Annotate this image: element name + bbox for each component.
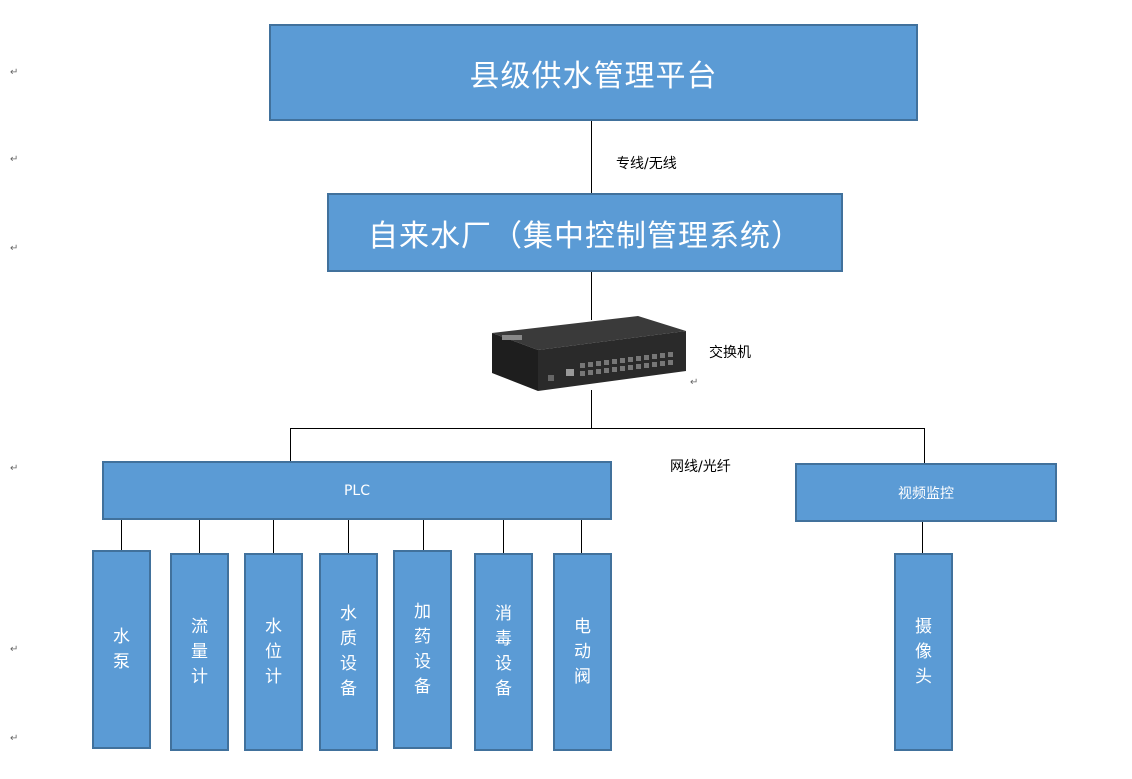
vertical-label-char: 计: [265, 666, 282, 687]
connector-line: [348, 520, 349, 553]
vertical-label-char: 像: [915, 641, 932, 662]
connector-line: [591, 390, 592, 429]
vertical-label-char: 摄: [915, 616, 932, 637]
connector-line: [924, 428, 925, 464]
paragraph-mark: ↵: [10, 644, 19, 655]
vertical-label-char: 水: [340, 604, 357, 624]
vertical-label-char: 设: [414, 651, 431, 672]
connector-line: [922, 522, 923, 553]
device-box-level-meter: 水位计: [244, 553, 303, 751]
connector-line: [290, 428, 291, 462]
plc-label: PLC: [343, 482, 371, 499]
network-switch-icon: [492, 316, 686, 391]
device-box-electric-valve: 电动阀: [553, 553, 612, 751]
device-box-disinfection: 消毒设备: [474, 553, 533, 751]
bus-line: [290, 428, 925, 429]
vertical-label: 流量计: [191, 616, 208, 687]
connector-line: [121, 520, 122, 550]
vertical-label: 水质设备: [340, 606, 357, 698]
vertical-label-char: 毒: [495, 629, 512, 649]
vertical-label-char: 阀: [574, 666, 591, 687]
vertical-label: 加药设备: [414, 601, 431, 697]
video-monitoring-label: 视频监控: [898, 485, 954, 502]
vertical-label-char: 备: [414, 676, 431, 697]
vertical-label: 摄像头: [915, 616, 932, 687]
vertical-label: 电动阀: [574, 616, 591, 687]
vertical-label: 消毒设备: [495, 606, 512, 698]
paragraph-mark: ↵: [10, 733, 19, 744]
waterworks-box: 自来水厂（集中控制管理系统）: [327, 193, 843, 272]
vertical-label-char: 设: [495, 654, 512, 674]
county-platform-label: 县级供水管理平台: [469, 58, 718, 94]
connector-line: [273, 520, 274, 553]
vertical-label-char: 电: [574, 616, 591, 637]
paragraph-mark: ↵: [10, 243, 19, 254]
vertical-label-char: 水: [113, 626, 130, 647]
vertical-label-char: 质: [340, 629, 357, 649]
device-box-flow-meter: 流量计: [170, 553, 229, 751]
connector-line: [591, 121, 592, 194]
vertical-label-char: 备: [495, 679, 512, 699]
waterworks-label: 自来水厂（集中控制管理系统）: [368, 218, 802, 254]
vertical-label-char: 水: [265, 616, 282, 637]
device-box-camera: 摄像头: [894, 553, 953, 751]
paragraph-mark: ↵: [10, 463, 19, 474]
vertical-label-char: 位: [265, 641, 282, 662]
paragraph-mark: ↵: [690, 377, 699, 388]
device-box-water-pump: 水泵: [92, 550, 151, 749]
video-monitoring-box: 视频监控: [795, 463, 1057, 522]
vertical-label-char: 消: [495, 604, 512, 624]
vertical-label-char: 药: [414, 626, 431, 647]
connection-label-network: 网线/光纤: [670, 459, 731, 475]
switch-label: 交换机: [709, 345, 751, 361]
connector-line: [581, 520, 582, 553]
vertical-label-char: 流: [191, 616, 208, 637]
device-box-water-quality: 水质设备: [319, 553, 378, 751]
paragraph-mark: ↵: [10, 67, 19, 78]
connection-label-dedicated: 专线/无线: [616, 156, 677, 172]
vertical-label-char: 计: [191, 666, 208, 687]
vertical-label-char: 备: [340, 679, 357, 699]
connector-line: [199, 520, 200, 553]
vertical-label-char: 加: [414, 601, 431, 622]
plc-box: PLC: [102, 461, 612, 520]
connector-line: [591, 272, 592, 320]
vertical-label: 水泵: [113, 626, 130, 672]
vertical-label-char: 泵: [113, 651, 130, 672]
vertical-label-char: 设: [340, 654, 357, 674]
connector-line: [503, 520, 504, 553]
vertical-label-char: 量: [191, 641, 208, 662]
device-box-dosing: 加药设备: [393, 550, 452, 749]
paragraph-mark: ↵: [10, 154, 19, 165]
county-platform-box: 县级供水管理平台: [269, 24, 918, 121]
connector-line: [423, 520, 424, 550]
vertical-label-char: 头: [915, 666, 932, 687]
vertical-label: 水位计: [265, 616, 282, 687]
vertical-label-char: 动: [574, 641, 591, 662]
